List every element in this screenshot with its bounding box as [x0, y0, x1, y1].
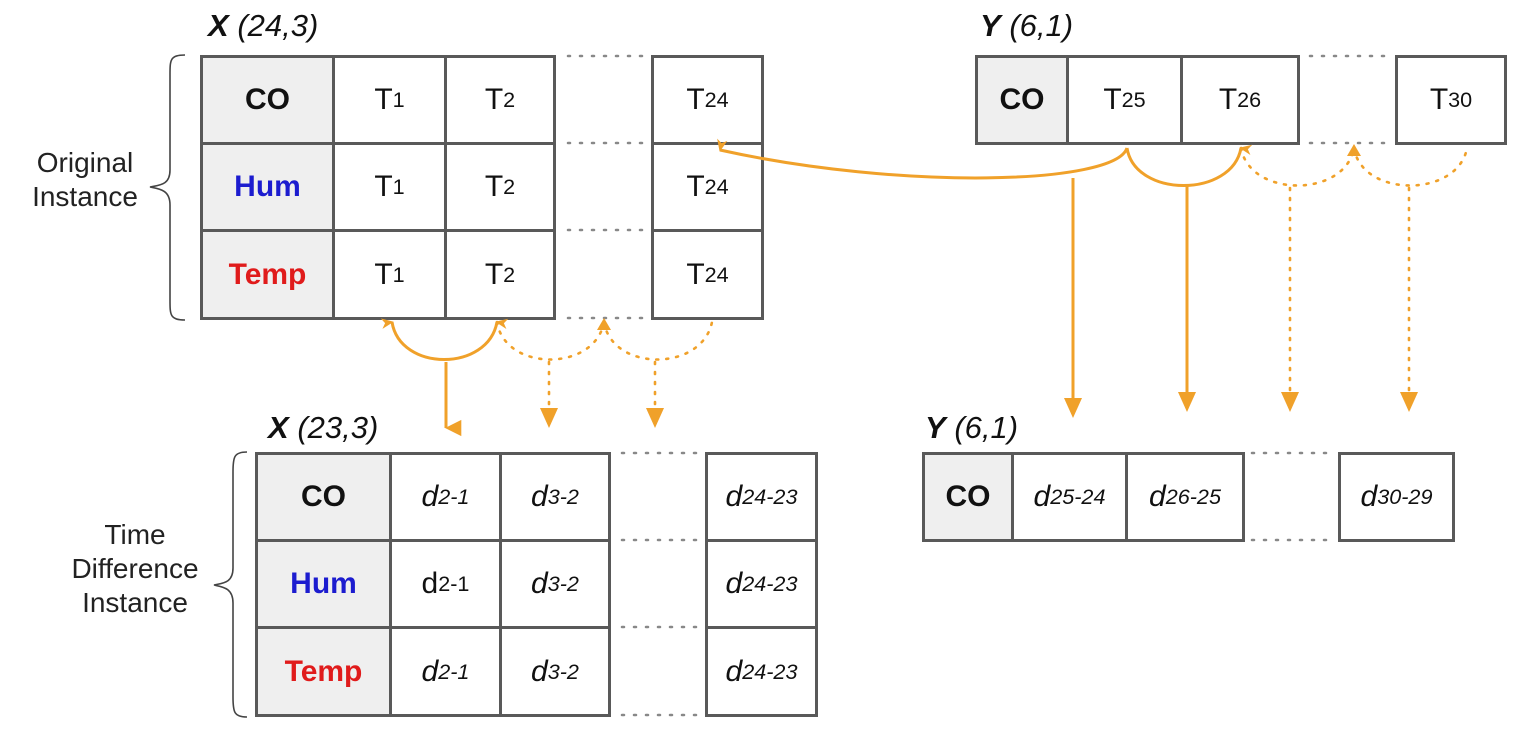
dotted-gap-top-right	[1308, 54, 1392, 145]
original-instance-label: Original Instance	[32, 147, 138, 212]
x-diff-title: X (23,3)	[268, 410, 379, 445]
time-difference-instance-label: Time Difference Instance	[71, 519, 199, 618]
dotted-arrowhead-d3-2	[540, 408, 558, 428]
dotted-arrowhead-y-1	[1281, 392, 1299, 412]
curve-t25-to-t24	[717, 138, 1129, 180]
dotted-gap-bottom-right	[1250, 451, 1334, 542]
diff-row-header-temp: Temp	[255, 626, 392, 717]
arrowhead-d26-25	[1178, 392, 1196, 412]
arrowhead-d25-24	[1064, 398, 1082, 418]
diff-row-header-co: CO	[255, 452, 392, 542]
dotted-arc-y	[1239, 146, 1469, 394]
diff-row-header-hum: Hum	[255, 539, 392, 629]
x-original-title: X (24,3)	[208, 8, 319, 43]
y-diff-title: Y (6,1)	[925, 410, 1019, 445]
y-original-title: Y (6,1)	[980, 8, 1074, 43]
dotted-gap-bottom-left	[620, 451, 702, 717]
solid-arc-y	[1125, 144, 1253, 187]
dotted-gap-top-left	[566, 54, 647, 320]
y-row-header-co: CO	[975, 55, 1069, 145]
solid-arc-x	[380, 318, 509, 437]
y-diff-row-header-co: CO	[922, 452, 1014, 542]
dotted-arrowhead-y-2	[1400, 392, 1418, 412]
dotted-arrowhead-d24-23	[646, 408, 664, 428]
row-header-co: CO	[200, 55, 335, 145]
row-header-hum: Hum	[200, 142, 335, 232]
dotted-arc-x	[495, 320, 714, 410]
row-header-temp: Temp	[200, 229, 335, 320]
dotted-arrowhead-up-y	[1347, 144, 1361, 156]
dotted-arrowhead-up-1	[597, 318, 611, 330]
